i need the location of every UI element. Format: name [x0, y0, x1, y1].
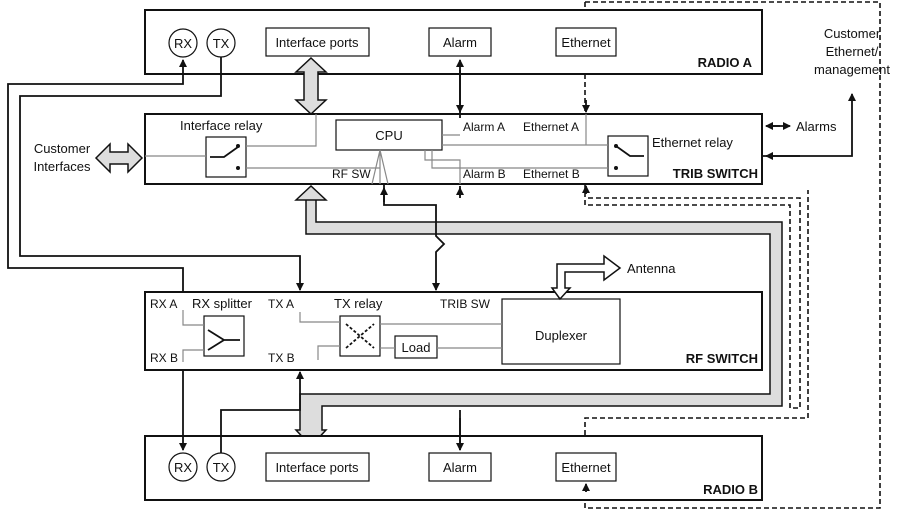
- alarms-label: Alarms: [796, 119, 837, 134]
- external-labels: Customer Interfaces Customer Ethernet/ m…: [33, 26, 890, 276]
- radio-b-rx: RX: [174, 460, 192, 475]
- radio-a-title: RADIO A: [698, 55, 753, 70]
- cpu-label: CPU: [375, 128, 402, 143]
- load-label: Load: [402, 340, 431, 355]
- radio-b-title: RADIO B: [703, 482, 758, 497]
- antenna-label: Antenna: [627, 261, 676, 276]
- alarm-a-label: Alarm A: [463, 120, 505, 134]
- customer-ethernet-line3: management: [814, 62, 890, 77]
- tx-b-label: TX B: [268, 351, 295, 365]
- radio-a-rx: RX: [174, 36, 192, 51]
- rf-switch-title: RF SWITCH: [686, 351, 758, 366]
- radio-b-interface-ports: Interface ports: [275, 460, 359, 475]
- trib-switch-title: TRIB SWITCH: [673, 166, 758, 181]
- ethernet-relay-label: Ethernet relay: [652, 135, 733, 150]
- radio-a-tx: TX: [213, 36, 230, 51]
- radio-b-tx: TX: [213, 460, 230, 475]
- radio-a: RADIO A RX TX Interface ports Alarm Ethe…: [144, 9, 763, 75]
- ethernet-management-path: [584, 1, 881, 509]
- tx-relay-label: TX relay: [334, 296, 383, 311]
- radio-b-ethernet: Ethernet: [561, 460, 611, 475]
- radio-b-alarm: Alarm: [443, 460, 477, 475]
- alarm-b-label: Alarm B: [463, 167, 506, 181]
- customer-interfaces-line1: Customer: [34, 141, 91, 156]
- customer-ethernet-line1: Customer: [824, 26, 881, 41]
- radio-a-ethernet: Ethernet: [561, 35, 611, 50]
- ethernet-a-label: Ethernet A: [523, 120, 579, 134]
- rf-switch: RF SWITCH RX A RX B TX A TX B RX splitte…: [144, 291, 763, 371]
- duplexer-label: Duplexer: [535, 328, 588, 343]
- ethernet-b-label: Ethernet B: [523, 167, 580, 181]
- trib-switch: TRIB SWITCH Interface relay CPU Alarm A …: [144, 113, 763, 185]
- interface-relay-label: Interface relay: [180, 118, 263, 133]
- signal-wires: [7, 57, 856, 492]
- rf-sw-label: RF SW: [332, 167, 371, 181]
- interface-arrows: [94, 56, 622, 301]
- customer-ethernet-line2: Ethernet/: [826, 44, 879, 59]
- radio-a-alarm: Alarm: [443, 35, 477, 50]
- rx-b-label: RX B: [150, 351, 178, 365]
- radio-b: RADIO B RX TX Interface ports Alarm Ethe…: [144, 435, 763, 501]
- rx-splitter-label: RX splitter: [192, 296, 253, 311]
- customer-interfaces-line2: Interfaces: [33, 159, 91, 174]
- tx-a-label: TX A: [268, 297, 294, 311]
- rx-a-label: RX A: [150, 297, 177, 311]
- trib-sw-label: TRIB SW: [440, 297, 491, 311]
- radio-a-interface-ports: Interface ports: [275, 35, 359, 50]
